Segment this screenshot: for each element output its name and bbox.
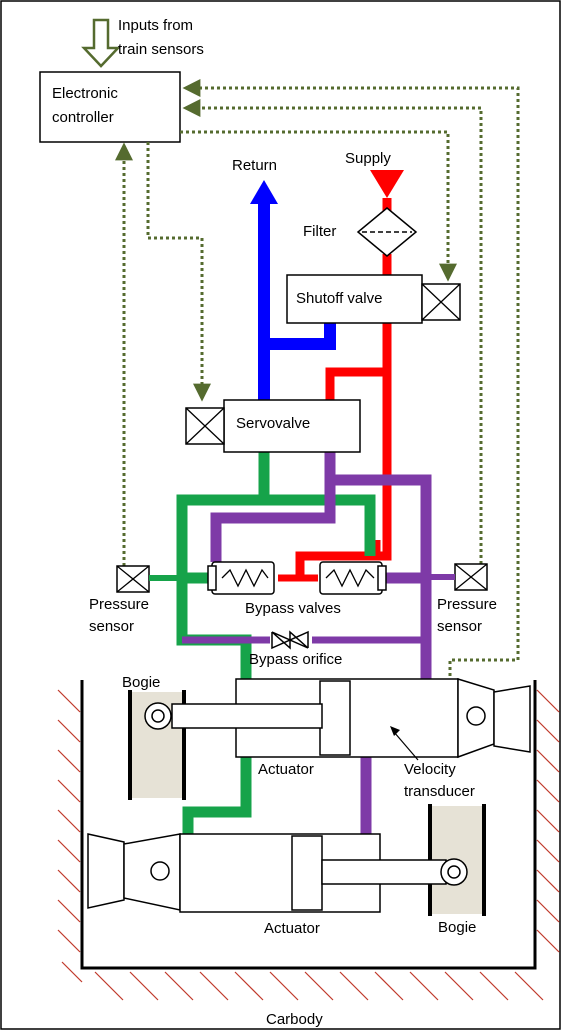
signal-right-pressure xyxy=(182,99,483,564)
controller-label-2: controller xyxy=(52,109,114,126)
actuator-bottom-label: Actuator xyxy=(264,920,320,937)
filter-label: Filter xyxy=(303,223,336,240)
pressure-left-label-1: Pressure xyxy=(89,596,149,613)
carbody-walls xyxy=(57,680,560,1001)
signal-to-servovalve xyxy=(146,142,211,402)
velocity-label-1: Velocity xyxy=(404,761,456,778)
purple-line xyxy=(182,452,432,834)
inputs-arrow-icon xyxy=(81,18,121,68)
velocity-pointer-head xyxy=(390,726,400,736)
bypass-orifice-label: Bypass orifice xyxy=(249,651,342,668)
shutoff-valve-box xyxy=(286,274,423,324)
servovalve-label: Servovalve xyxy=(236,415,310,432)
bogie-top-label: Bogie xyxy=(122,674,160,691)
supply-line xyxy=(278,170,404,582)
bypass-orifice-icon xyxy=(271,630,309,650)
green-line xyxy=(176,452,376,834)
controller-label-1: Electronic xyxy=(52,85,118,102)
pressure-right-label-1: Pressure xyxy=(437,596,497,613)
pressure-sensor-right-icon xyxy=(426,563,488,591)
inputs-label-1: Inputs from xyxy=(118,17,193,34)
filter-icon xyxy=(356,207,418,257)
bogie-bottom-label: Bogie xyxy=(438,919,476,936)
pressure-left-label-2: sensor xyxy=(89,618,134,635)
signal-to-shutoff xyxy=(180,130,457,282)
supply-label: Supply xyxy=(345,150,391,167)
shutoff-valve-label: Shutoff valve xyxy=(296,290,382,307)
velocity-label-2: transducer xyxy=(404,783,475,800)
bypass-valve-left-icon xyxy=(207,561,275,595)
return-line xyxy=(250,180,336,400)
bypass-valve-right-icon xyxy=(319,561,387,595)
actuator-bottom-icon xyxy=(87,833,468,913)
bypass-valves-label: Bypass valves xyxy=(245,600,341,617)
pressure-right-label-2: sensor xyxy=(437,618,482,635)
servovalve-box xyxy=(223,399,361,453)
shutoff-solenoid-icon xyxy=(421,283,461,321)
pressure-sensor-left-icon xyxy=(116,565,182,593)
carbody-label: Carbody xyxy=(266,1011,323,1028)
actuator-top-label: Actuator xyxy=(258,761,314,778)
velocity-pointer xyxy=(393,731,419,761)
return-label: Return xyxy=(232,157,277,174)
actuator-top-icon xyxy=(144,677,531,759)
electronic-controller-box xyxy=(39,71,181,143)
signal-velocity xyxy=(182,79,520,712)
servovalve-solenoid-icon xyxy=(185,407,225,445)
inputs-label-2: train sensors xyxy=(118,41,204,58)
